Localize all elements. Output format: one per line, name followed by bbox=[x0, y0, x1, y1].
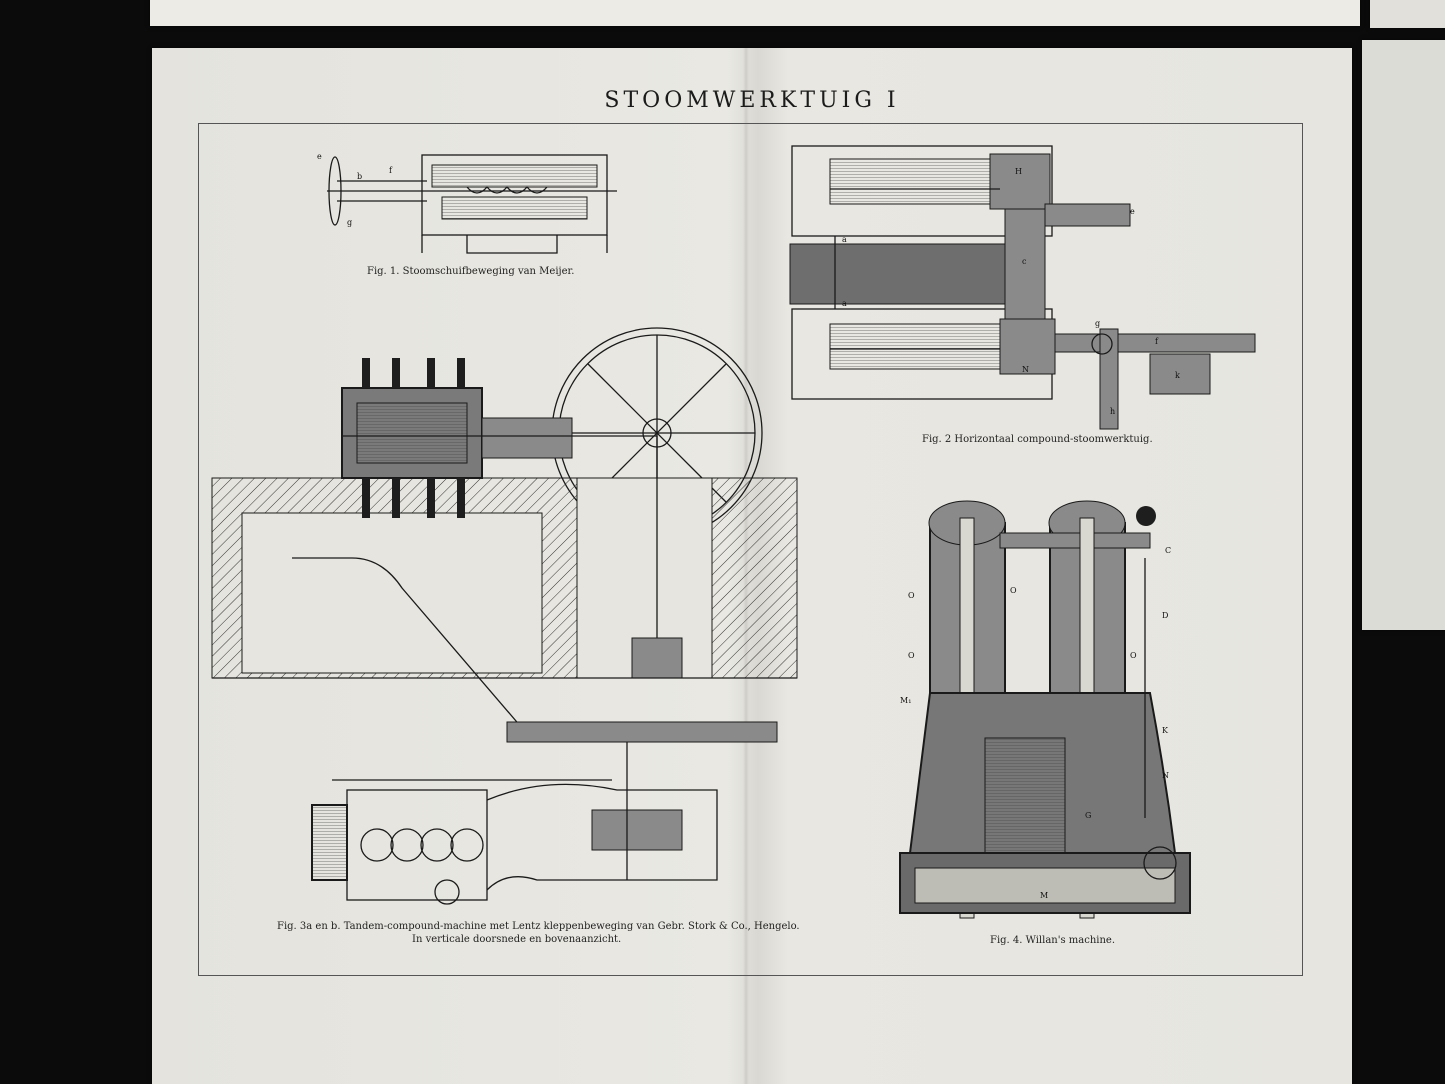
background-sheet-top bbox=[150, 0, 1360, 26]
fig4-label-C: C bbox=[1165, 546, 1171, 555]
fig4-label-K: K bbox=[1162, 726, 1169, 735]
fig4-caption: Fig. 4. Willan's machine. bbox=[990, 935, 1115, 946]
fig4-label-O1: O bbox=[908, 591, 915, 600]
fig4-label-D: D bbox=[1162, 611, 1168, 620]
fig2-label-a-bottom: a bbox=[842, 299, 847, 308]
fig2-label-f: f bbox=[1155, 337, 1159, 346]
fig3-subcaption: In verticale doorsnede en bovenaanzicht. bbox=[412, 934, 622, 945]
fig3-caption: Fig. 3a en b. Tandem-compound-machine me… bbox=[277, 921, 800, 932]
fig2-drawing: H e a a c g f N k h bbox=[789, 145, 1256, 430]
fig4-label-O3: O bbox=[1010, 586, 1017, 595]
fig2-label-e: e bbox=[1130, 207, 1135, 216]
fig2-label-a-top: a bbox=[842, 235, 847, 244]
fig2-label-N: N bbox=[1022, 365, 1029, 374]
fig2-label-c: c bbox=[1022, 257, 1027, 266]
fig4-label-O4: O bbox=[1130, 651, 1137, 660]
background-sheet-right bbox=[1362, 40, 1445, 630]
fig1-drawing: e b f g bbox=[317, 152, 617, 254]
fig4-label-N: N bbox=[1162, 771, 1169, 780]
fig4-label-G: G bbox=[1085, 811, 1091, 820]
fig2-label-k: k bbox=[1175, 371, 1180, 380]
fig1-label-g: g bbox=[347, 218, 352, 227]
fig3b-drawing bbox=[311, 721, 778, 905]
plate-page: STOOMWERKTUIG I e b f g Fig. 1. Stoomsch… bbox=[152, 48, 1352, 1084]
fig4-label-M: M bbox=[1040, 891, 1048, 900]
fig1-label-e: e bbox=[317, 152, 322, 161]
fig4-drawing: C O O O O D K N M M₁ G bbox=[899, 500, 1191, 919]
plate-title: STOOMWERKTUIG I bbox=[604, 88, 900, 113]
fig1-label-f: f bbox=[389, 166, 393, 175]
fig3a-drawing bbox=[211, 327, 798, 729]
fig2-label-g: g bbox=[1095, 319, 1100, 328]
fig4-label-M1: M₁ bbox=[900, 696, 911, 705]
fig1-caption: Fig. 1. Stoomschuifbeweging van Meijer. bbox=[367, 266, 575, 277]
fig2-label-H: H bbox=[1015, 167, 1022, 176]
fig2-label-h: h bbox=[1110, 407, 1115, 416]
fig2-caption: Fig. 2 Horizontaal compound-stoomwerktui… bbox=[922, 434, 1153, 445]
fig4-label-O2: O bbox=[908, 651, 915, 660]
fig1-label-b: b bbox=[357, 172, 362, 181]
background-sheet-top-right bbox=[1370, 0, 1445, 28]
plate-frame bbox=[198, 123, 1303, 976]
